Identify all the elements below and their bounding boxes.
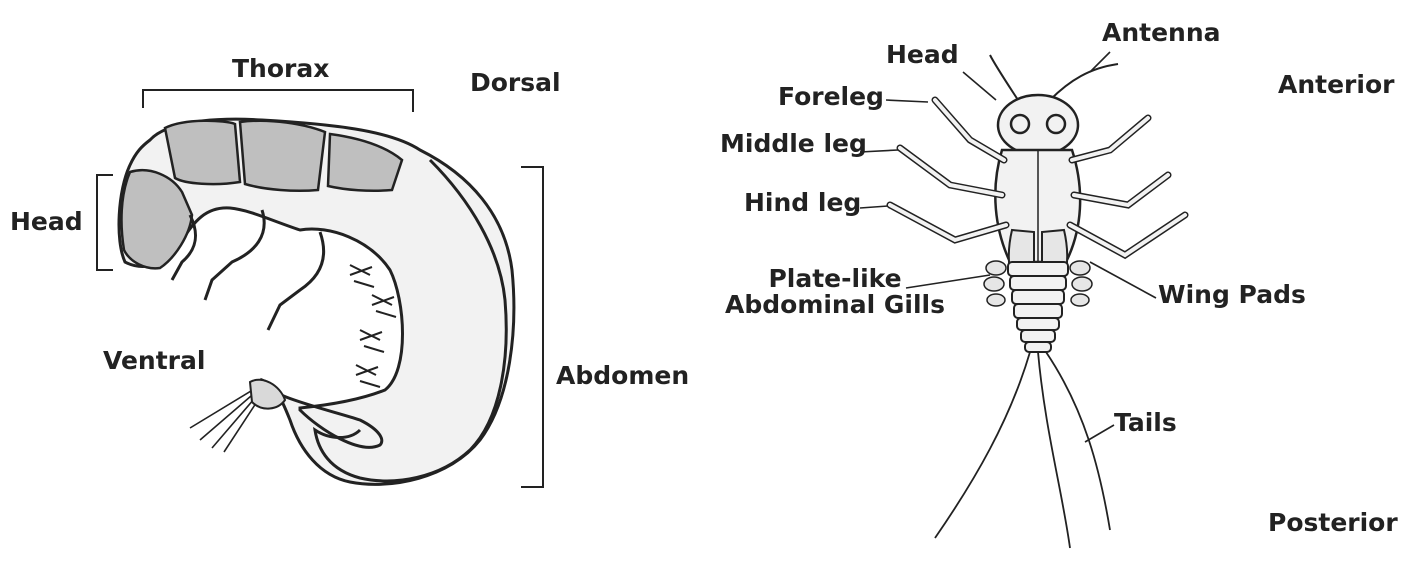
label-tails: Tails bbox=[1114, 410, 1177, 436]
label-head-larva: Head bbox=[10, 209, 83, 235]
label-wing-pads: Wing Pads bbox=[1158, 282, 1306, 308]
label-gills-line2: Abdominal Gills bbox=[722, 292, 948, 318]
mayfly-tails bbox=[935, 352, 1110, 548]
label-hind-leg: Hind leg bbox=[744, 190, 861, 216]
label-ventral: Ventral bbox=[103, 348, 205, 374]
antenna-left bbox=[990, 55, 1018, 100]
label-head-mayfly: Head bbox=[886, 42, 959, 68]
antenna-right bbox=[1050, 64, 1118, 100]
label-abdomen: Abdomen bbox=[556, 363, 689, 389]
label-thorax: Thorax bbox=[232, 56, 329, 82]
label-gills: Plate-like Abdominal Gills bbox=[722, 266, 948, 319]
mayfly-abdomen bbox=[1008, 262, 1068, 352]
label-middle-leg: Middle leg bbox=[720, 131, 867, 157]
label-gills-line1: Plate-like bbox=[722, 266, 948, 292]
label-antenna: Antenna bbox=[1102, 20, 1221, 46]
label-foreleg: Foreleg bbox=[778, 84, 884, 110]
label-anterior: Anterior bbox=[1278, 72, 1394, 98]
label-posterior: Posterior bbox=[1268, 510, 1398, 536]
label-dorsal: Dorsal bbox=[470, 70, 561, 96]
